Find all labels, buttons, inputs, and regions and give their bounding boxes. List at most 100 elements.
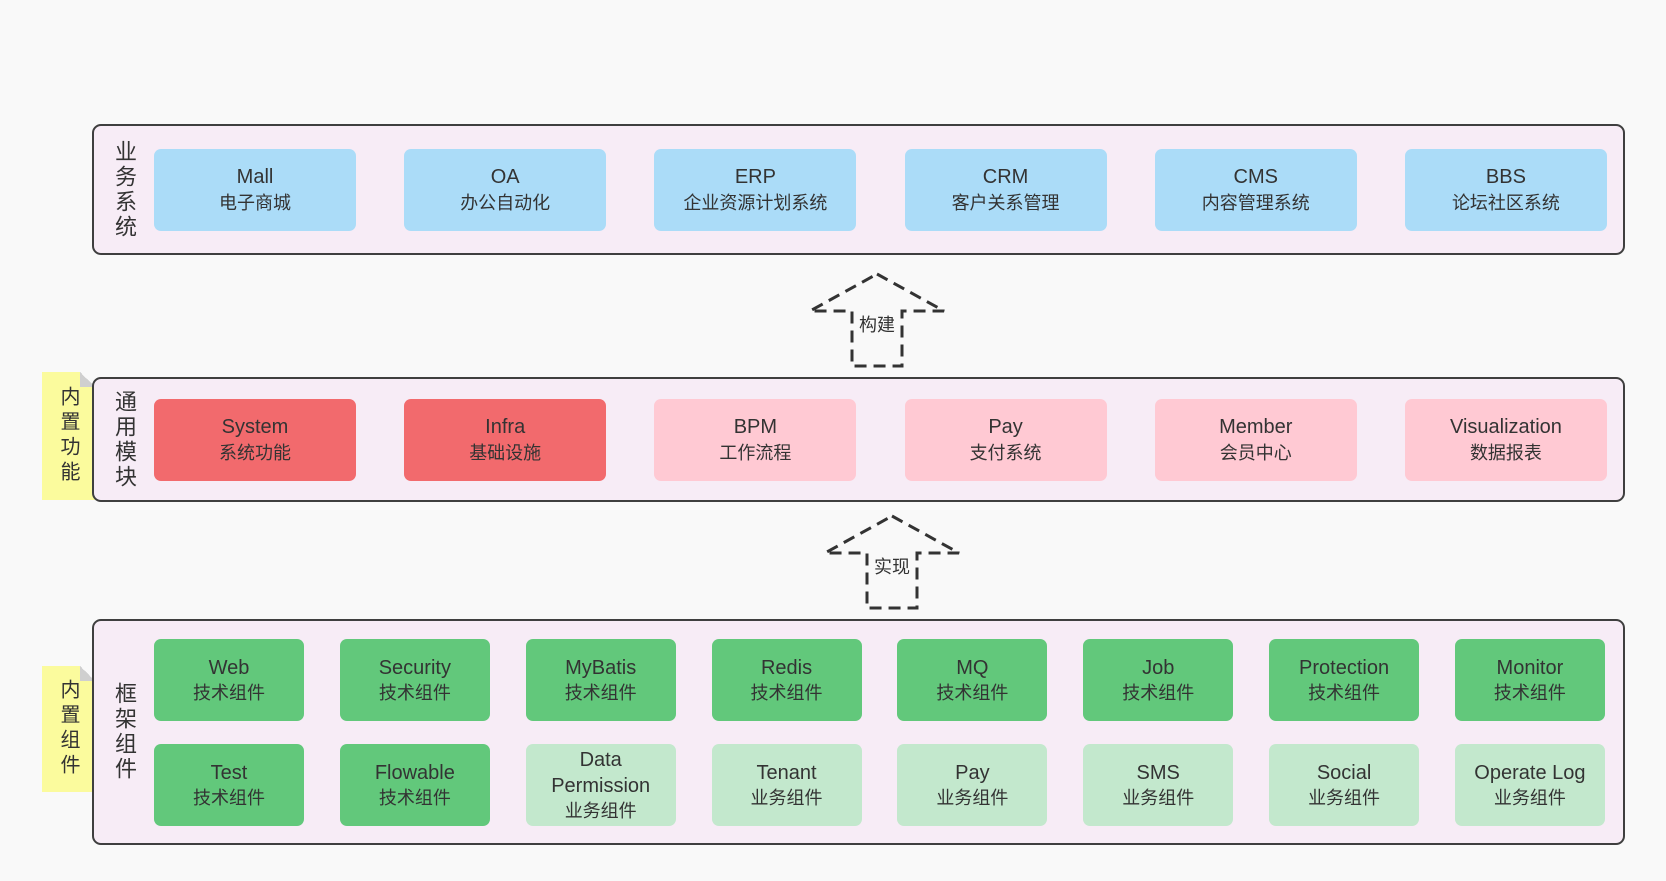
box-title: Data Permission <box>551 748 651 797</box>
box-monitor: Monitor 技术组件 <box>1454 638 1605 721</box>
box-pay-component: Pay 业务组件 <box>897 743 1048 826</box>
box-title: BPM <box>733 415 778 438</box>
box-job: Job 技术组件 <box>1083 638 1234 721</box>
box-title: Security <box>378 656 451 679</box>
box-title: Test <box>210 761 248 784</box>
box-subtitle: 技术组件 <box>193 682 265 703</box>
box-subtitle: 业务组件 <box>1493 787 1566 808</box>
box-subtitle: 技术组件 <box>193 787 265 808</box>
box-mq: MQ 技术组件 <box>897 638 1048 721</box>
box-subtitle: 办公自动化 <box>460 192 551 213</box>
panel-framework-components: 框架组件 Web 技术组件 Security 技术组件 MyBatis 技术组件… <box>92 619 1625 845</box>
box-subtitle: 技术组件 <box>378 787 451 808</box>
sticky-built-in-features-label: 内置功能 <box>57 386 79 486</box>
box-title: System <box>221 415 289 438</box>
box-infra: Infra 基础设施 <box>404 398 607 481</box>
box-subtitle: 技术组件 <box>750 682 823 703</box>
box-protection: Protection 技术组件 <box>1269 638 1420 721</box>
box-subtitle: 支付系统 <box>969 442 1042 463</box>
common-modules-boxes: System 系统功能 Infra 基础设施 BPM 工作流程 Pay 支付系统… <box>154 379 1623 500</box>
panel-label-business-systems: 业务系统 <box>112 139 137 240</box>
box-subtitle: 业务组件 <box>564 800 637 821</box>
box-title: Redis <box>760 656 813 679</box>
box-subtitle: 企业资源计划系统 <box>683 192 828 213</box>
box-subtitle: 技术组件 <box>1308 682 1381 703</box>
panel-common-modules: 通用模块 System 系统功能 Infra 基础设施 BPM 工作流程 Pay… <box>92 377 1625 502</box>
up-arrow-dashed-icon <box>809 272 945 368</box>
panel-business-systems: 业务系统 Mall 电子商城 OA 办公自动化 ERP 企业资源计划系统 CRM… <box>92 124 1625 255</box>
box-title: Pay <box>988 415 1023 438</box>
box-tenant: Tenant 业务组件 <box>711 743 862 826</box>
box-security: Security 技术组件 <box>339 638 490 721</box>
box-title: MQ <box>956 656 989 679</box>
box-subtitle: 技术组件 <box>564 682 637 703</box>
box-subtitle: 电子商城 <box>219 192 291 213</box>
box-bbs: BBS 论坛社区系统 <box>1404 148 1607 231</box>
box-subtitle: 内容管理系统 <box>1201 192 1310 213</box>
box-operate-log: Operate Log 业务组件 <box>1454 743 1605 826</box>
box-subtitle: 系统功能 <box>219 442 291 463</box>
box-title: CRM <box>982 165 1029 188</box>
box-title: Member <box>1219 415 1293 438</box>
box-mybatis: MyBatis 技术组件 <box>525 638 676 721</box>
business-systems-boxes: Mall 电子商城 OA 办公自动化 ERP 企业资源计划系统 CRM 客户关系… <box>154 126 1623 253</box>
box-title: Monitor <box>1496 656 1564 679</box>
box-web: Web 技术组件 <box>154 638 304 721</box>
box-title: CMS <box>1233 165 1278 188</box>
box-test: Test 技术组件 <box>154 743 304 826</box>
box-title: Job <box>1142 656 1175 679</box>
box-subtitle: 技术组件 <box>1493 682 1566 703</box>
box-title: Web <box>208 656 250 679</box>
box-title: ERP <box>734 165 776 188</box>
box-title: Tenant <box>756 761 817 784</box>
box-subtitle: 论坛社区系统 <box>1451 192 1560 213</box>
box-title: Mall <box>236 165 274 188</box>
box-flowable: Flowable 技术组件 <box>339 743 490 826</box>
box-subtitle: 会员中心 <box>1219 442 1292 463</box>
up-arrow-dashed-icon <box>824 514 960 610</box>
box-subtitle: 技术组件 <box>378 682 451 703</box>
box-mall: Mall 电子商城 <box>154 148 356 231</box>
box-title: Operate Log <box>1474 761 1586 784</box>
box-subtitle: 业务组件 <box>1308 787 1381 808</box>
box-data-permission: Data Permission 业务组件 <box>525 743 676 826</box>
box-subtitle: 技术组件 <box>936 682 1009 703</box>
box-title: OA <box>490 165 520 188</box>
box-social: Social 业务组件 <box>1269 743 1420 826</box>
panel-label-framework-components: 框架组件 <box>112 682 137 782</box>
box-subtitle: 技术组件 <box>1122 682 1195 703</box>
build-arrow-label: 构建 <box>856 310 898 337</box>
box-bpm: BPM 工作流程 <box>654 398 857 481</box>
box-cms: CMS 内容管理系统 <box>1154 148 1357 231</box>
box-system: System 系统功能 <box>154 398 356 481</box>
box-title: Flowable <box>374 761 455 784</box>
panel-label-common-modules: 通用模块 <box>112 389 137 490</box>
framework-components-row-1: Web 技术组件 Security 技术组件 MyBatis 技术组件 Redi… <box>154 638 1605 721</box>
framework-components-row-2: Test 技术组件 Flowable 技术组件 Data Permission … <box>154 743 1605 826</box>
box-title: SMS <box>1136 761 1180 784</box>
box-sms: SMS 业务组件 <box>1083 743 1234 826</box>
box-erp: ERP 企业资源计划系统 <box>654 148 857 231</box>
box-subtitle: 业务组件 <box>936 787 1009 808</box>
box-pay-module: Pay 支付系统 <box>904 398 1107 481</box>
sticky-built-in-components: 内置组件 <box>42 666 95 792</box>
box-member: Member 会员中心 <box>1154 398 1357 481</box>
box-subtitle: 客户关系管理 <box>951 192 1060 213</box>
framework-components-grid: Web 技术组件 Security 技术组件 MyBatis 技术组件 Redi… <box>154 621 1623 843</box>
implement-arrow-label: 实现 <box>871 552 913 579</box>
box-title: Infra <box>485 415 526 438</box>
build-arrow: 构建 <box>808 272 946 368</box>
box-title: Protection <box>1299 656 1390 679</box>
sticky-built-in-features: 内置功能 <box>42 372 95 500</box>
box-title: Pay <box>955 761 990 784</box>
box-title: BBS <box>1485 165 1526 188</box>
sticky-built-in-components-label: 内置组件 <box>57 679 79 779</box>
box-subtitle: 数据报表 <box>1469 442 1542 463</box>
box-subtitle: 业务组件 <box>750 787 823 808</box>
box-subtitle: 基础设施 <box>469 442 542 463</box>
box-visualization: Visualization 数据报表 <box>1404 398 1607 481</box>
box-redis: Redis 技术组件 <box>711 638 862 721</box>
box-title: Social <box>1316 761 1372 784</box>
box-title: MyBatis <box>565 656 637 679</box>
